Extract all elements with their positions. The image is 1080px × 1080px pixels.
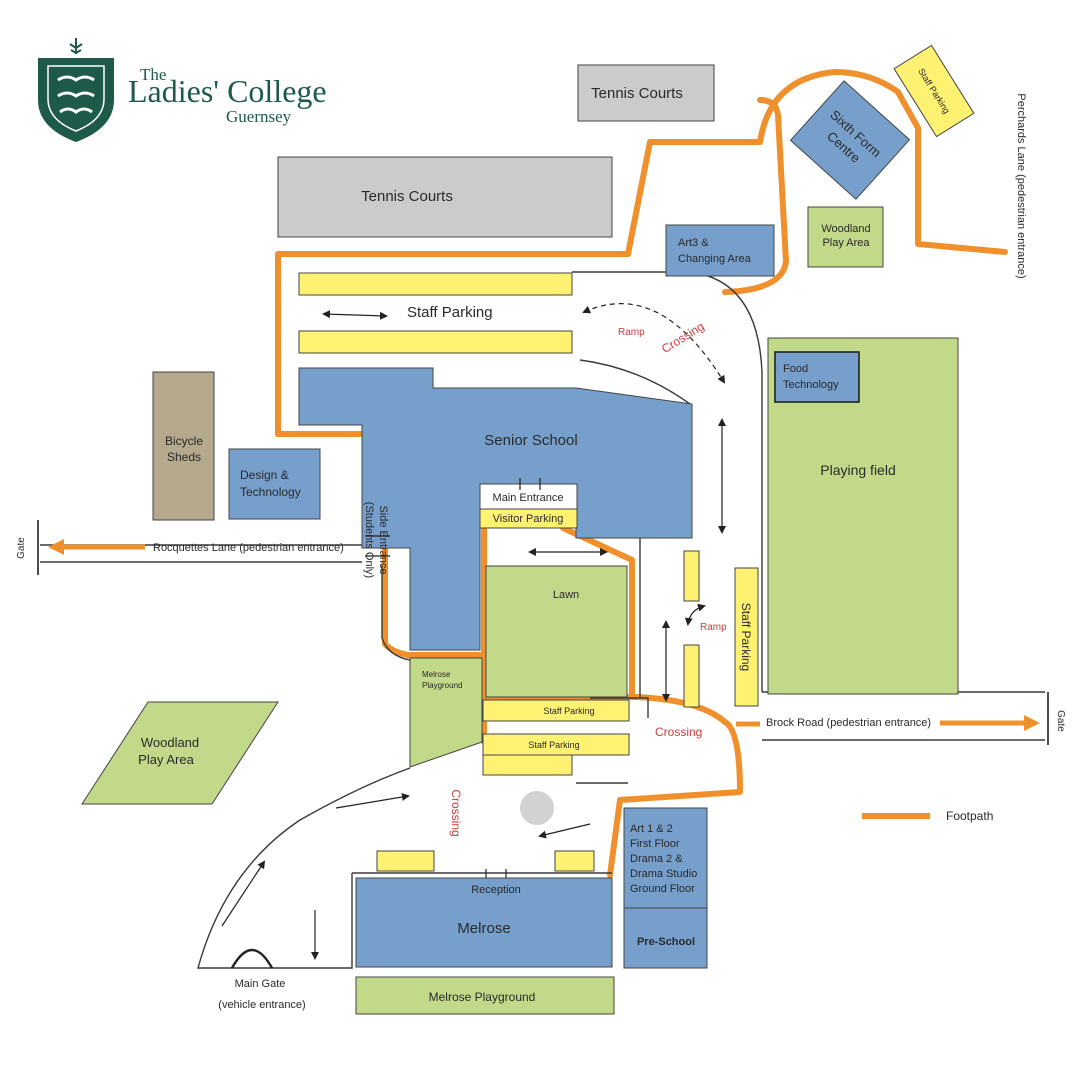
parking-bay-3 xyxy=(482,754,573,776)
gate-east-label: Gate xyxy=(1055,710,1066,732)
melrose-building xyxy=(355,877,613,968)
tennis-courts-top xyxy=(577,64,715,122)
logo-the: The xyxy=(140,65,166,84)
parking-bay-1 xyxy=(683,550,700,602)
design-label-2: Technology xyxy=(240,485,301,499)
ramp-top-label: Ramp xyxy=(618,327,645,338)
melrose-playground-label: Melrose Playground xyxy=(429,990,536,1004)
pre-school xyxy=(623,907,708,969)
woodland-sw-label-1: Woodland xyxy=(141,735,199,750)
design-label-1: Design & xyxy=(240,468,289,482)
legend: Footpath xyxy=(862,809,993,823)
food-tech-label-1: Food xyxy=(783,363,808,375)
gate-west-label: Gate xyxy=(16,537,27,559)
melrose-label: Melrose xyxy=(457,920,510,937)
staff-parking-top-label: Staff Parking xyxy=(407,304,493,321)
art12-label-5: Ground Floor xyxy=(630,883,695,895)
staff-parking-corner: Staff Parking xyxy=(893,44,975,138)
visitor-parking xyxy=(479,508,578,529)
art3-changing-area xyxy=(665,224,775,277)
woodland-play-ne xyxy=(807,206,884,268)
staff-parking-top-row-1 xyxy=(298,272,573,296)
main-entrance-label: Main Entrance xyxy=(493,492,564,504)
visitor-parking-label: Visitor Parking xyxy=(493,513,564,525)
legend-footpath-label: Footpath xyxy=(946,809,993,823)
art12-label-3: Drama 2 & xyxy=(630,853,683,865)
staff-parking-lower-1 xyxy=(482,699,630,722)
flow-arrow-2 xyxy=(538,823,591,839)
staff-parking-right-label: Staff Parking xyxy=(739,603,753,671)
side-entrance-label-2: (Students Only) xyxy=(363,502,375,578)
design-technology xyxy=(228,448,321,520)
playing-field-label: Playing field xyxy=(820,462,896,478)
woodland-play-sw xyxy=(81,701,279,805)
senior-school-label: Senior School xyxy=(484,432,577,449)
melrose-playground xyxy=(355,976,615,1015)
melrose-parking-2 xyxy=(554,850,595,872)
crossing-mid-label: Crossing xyxy=(655,725,702,739)
reception-label: Reception xyxy=(471,884,521,896)
parking-bay-2 xyxy=(683,644,700,708)
art3-label-2: Changing Area xyxy=(678,253,752,265)
melrose-play-label-1: Melrose xyxy=(422,670,451,679)
pre-school-label: Pre-School xyxy=(637,936,695,948)
crossing-lower-label: Crossing xyxy=(449,789,463,836)
college-logo: The Ladies' College Guernsey xyxy=(38,38,327,142)
woodland-ne-label-2: Play Area xyxy=(822,237,870,249)
bicycle-sheds xyxy=(152,371,215,521)
crossing-top-label: Crossing xyxy=(659,319,707,356)
two-way-arrow-top xyxy=(322,310,388,320)
art3-label-1: Art3 & xyxy=(678,237,709,249)
woodland-sw-label-2: Play Area xyxy=(138,752,194,767)
flow-arrow-1 xyxy=(335,793,410,809)
food-tech-label-2: Technology xyxy=(783,379,839,391)
staff-parking-lower-1-label: Staff Parking xyxy=(543,706,594,716)
melrose-parking-1 xyxy=(376,850,435,872)
main-gate-arch xyxy=(230,949,274,969)
art12-label-1: Art 1 & 2 xyxy=(630,823,673,835)
sixth-form-centre: Sixth Form Centre xyxy=(789,80,911,200)
ramp-mid-label: Ramp xyxy=(700,622,727,633)
staff-parking-right xyxy=(734,567,759,707)
tennis-courts-top-label: Tennis Courts xyxy=(591,85,683,102)
lawn xyxy=(485,565,628,698)
bicycle-label-1: Bicycle xyxy=(165,434,203,448)
main-gate-label-1: Main Gate xyxy=(235,978,286,990)
bicycle-label-2: Sheds xyxy=(167,450,201,464)
woodland-ne-label-1: Woodland xyxy=(821,223,870,235)
staff-parking-lower-2-label: Staff Parking xyxy=(528,740,579,750)
main-gate-label-2: (vehicle entrance) xyxy=(218,999,305,1011)
brock-road-label: Brock Road (pedestrian entrance) xyxy=(766,717,931,729)
lawn-label: Lawn xyxy=(553,589,579,601)
tennis-courts-main xyxy=(277,156,613,238)
ramp-mid-arrow xyxy=(684,603,706,626)
sprig-icon xyxy=(69,38,83,55)
art12-label-2: First Floor xyxy=(630,838,680,850)
gates xyxy=(37,520,1049,745)
art12-label-4: Drama Studio xyxy=(630,868,697,880)
melrose-playground-small xyxy=(409,657,483,768)
roundabout xyxy=(520,791,554,825)
melrose-play-label-2: Playground xyxy=(422,681,462,690)
ramp-path-dashed xyxy=(582,303,726,384)
tennis-courts-main-label: Tennis Courts xyxy=(361,188,453,205)
flow-arrow-3 xyxy=(221,860,266,927)
logo-place: Guernsey xyxy=(226,107,292,126)
food-technology xyxy=(774,351,860,403)
staff-parking-top-row-2 xyxy=(298,330,573,354)
shield-icon xyxy=(38,58,114,142)
side-entrance-label-1: Side Entrance xyxy=(377,505,389,574)
perchards-lane-label: Perchards Lane (pedestrian entrance) xyxy=(1015,93,1027,278)
logo-name: Ladies' College xyxy=(128,73,327,109)
rocquettes-lane-label: Rocquettes Lane (pedestrian entrance) xyxy=(153,542,344,554)
art-drama-building xyxy=(623,807,708,909)
